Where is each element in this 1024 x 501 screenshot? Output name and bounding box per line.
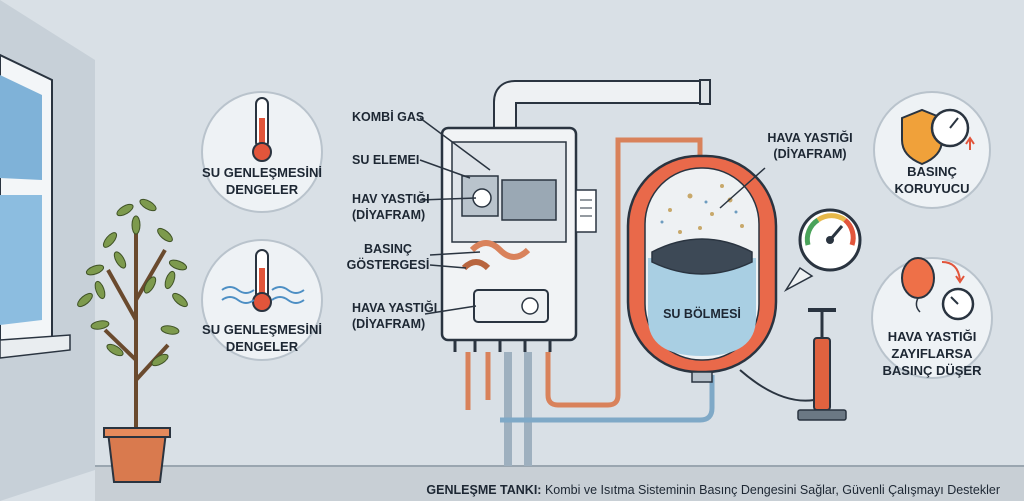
footer-caption: GENLEŞME TANKI: Kombi ve Isıtma Sistemin…: [0, 479, 1024, 501]
label-hava-yastigi-right-line1: HAVA YASTIĞI: [767, 130, 852, 145]
water-pipes: [465, 137, 715, 466]
label-basinc-line1: BASINÇ: [364, 242, 412, 256]
label-su-elemei: SU ELEMEI: [352, 153, 419, 167]
shield-gauge-icon: [901, 108, 975, 166]
badge-left-bottom: SU GENLEŞMESİNİ DENGELER: [201, 239, 323, 361]
label-basinc-line2: GÖSTERGESİ: [347, 257, 430, 272]
badge-right-bottom-line1: HAVA YASTIĞI: [888, 329, 977, 344]
window-icon: [0, 53, 71, 359]
label-kombi-gas: KOMBİ GAS: [352, 109, 424, 124]
label-hava-yastigi-left-line1: HAVA YASTIĞI: [352, 300, 437, 315]
air-pump-icon: [739, 308, 847, 421]
badge-right-top-line1: BASINÇ: [907, 164, 957, 179]
balloon-gauge-icon: [901, 257, 975, 321]
badge-left-bottom-line2: DENGELER: [226, 339, 299, 354]
badge-left-bottom-line1: SU GENLEŞMESİNİ: [202, 322, 322, 337]
plant-icon: [77, 198, 188, 483]
flue-pipe: [493, 79, 711, 130]
badge-right-top-line2: KORUYUCU: [894, 181, 969, 196]
badge-left-top-line1: SU GENLEŞMESİNİ: [202, 165, 322, 180]
badge-left-top: SU GENLEŞMESİNİ DENGELER: [201, 91, 323, 213]
floor: [95, 466, 1024, 501]
label-hav-yastigi-line1: HAV YASTIĞI: [352, 191, 430, 206]
caption-title: GENLEŞME TANKI:: [426, 483, 542, 497]
boiler-unit: [440, 126, 597, 352]
label-su-bolmesi: SU BÖLMESİ: [663, 306, 741, 321]
label-hava-yastigi-left-line2: (DİYAFRAM): [352, 316, 425, 331]
badge-right-bottom-line2: ZAYIFLARSA: [891, 346, 973, 361]
leader-lines: [419, 117, 766, 315]
badge-left-top-line2: DENGELER: [226, 182, 299, 197]
label-hav-yastigi-line2: (DİYAFRAM): [352, 207, 425, 222]
label-hava-yastigi-right-line2: (DİYAFRAM): [773, 146, 846, 161]
badge-right-top: BASINÇ KORUYUCU: [873, 91, 991, 209]
badge-right-bottom: HAVA YASTIĞI ZAYIFLARSA BASINÇ DÜŞER: [871, 257, 993, 379]
caption-text: Kombi ve Isıtma Sisteminin Basınç Denges…: [541, 483, 1000, 497]
thermometer-icon: [252, 97, 272, 162]
pressure-gauge-icon: [783, 208, 862, 293]
badge-right-bottom-line3: BASINÇ DÜŞER: [883, 363, 983, 378]
wave-thermometer-icon: [221, 249, 305, 312]
expansion-tank: SU BÖLMESİ: [626, 154, 778, 383]
